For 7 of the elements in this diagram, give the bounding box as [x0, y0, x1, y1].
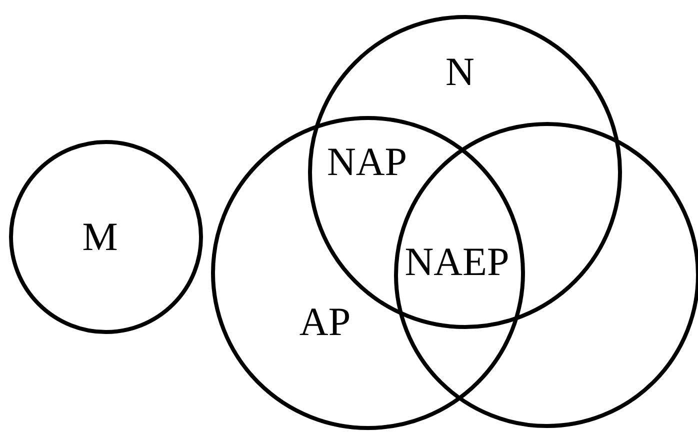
set-label: N [446, 52, 474, 92]
set-label: M [82, 217, 118, 257]
circle-outline [211, 116, 525, 430]
region-label: NAP [326, 142, 408, 182]
set-label: AP [299, 302, 351, 342]
circle-outline [9, 140, 203, 334]
region-label: NAEP [404, 242, 510, 282]
